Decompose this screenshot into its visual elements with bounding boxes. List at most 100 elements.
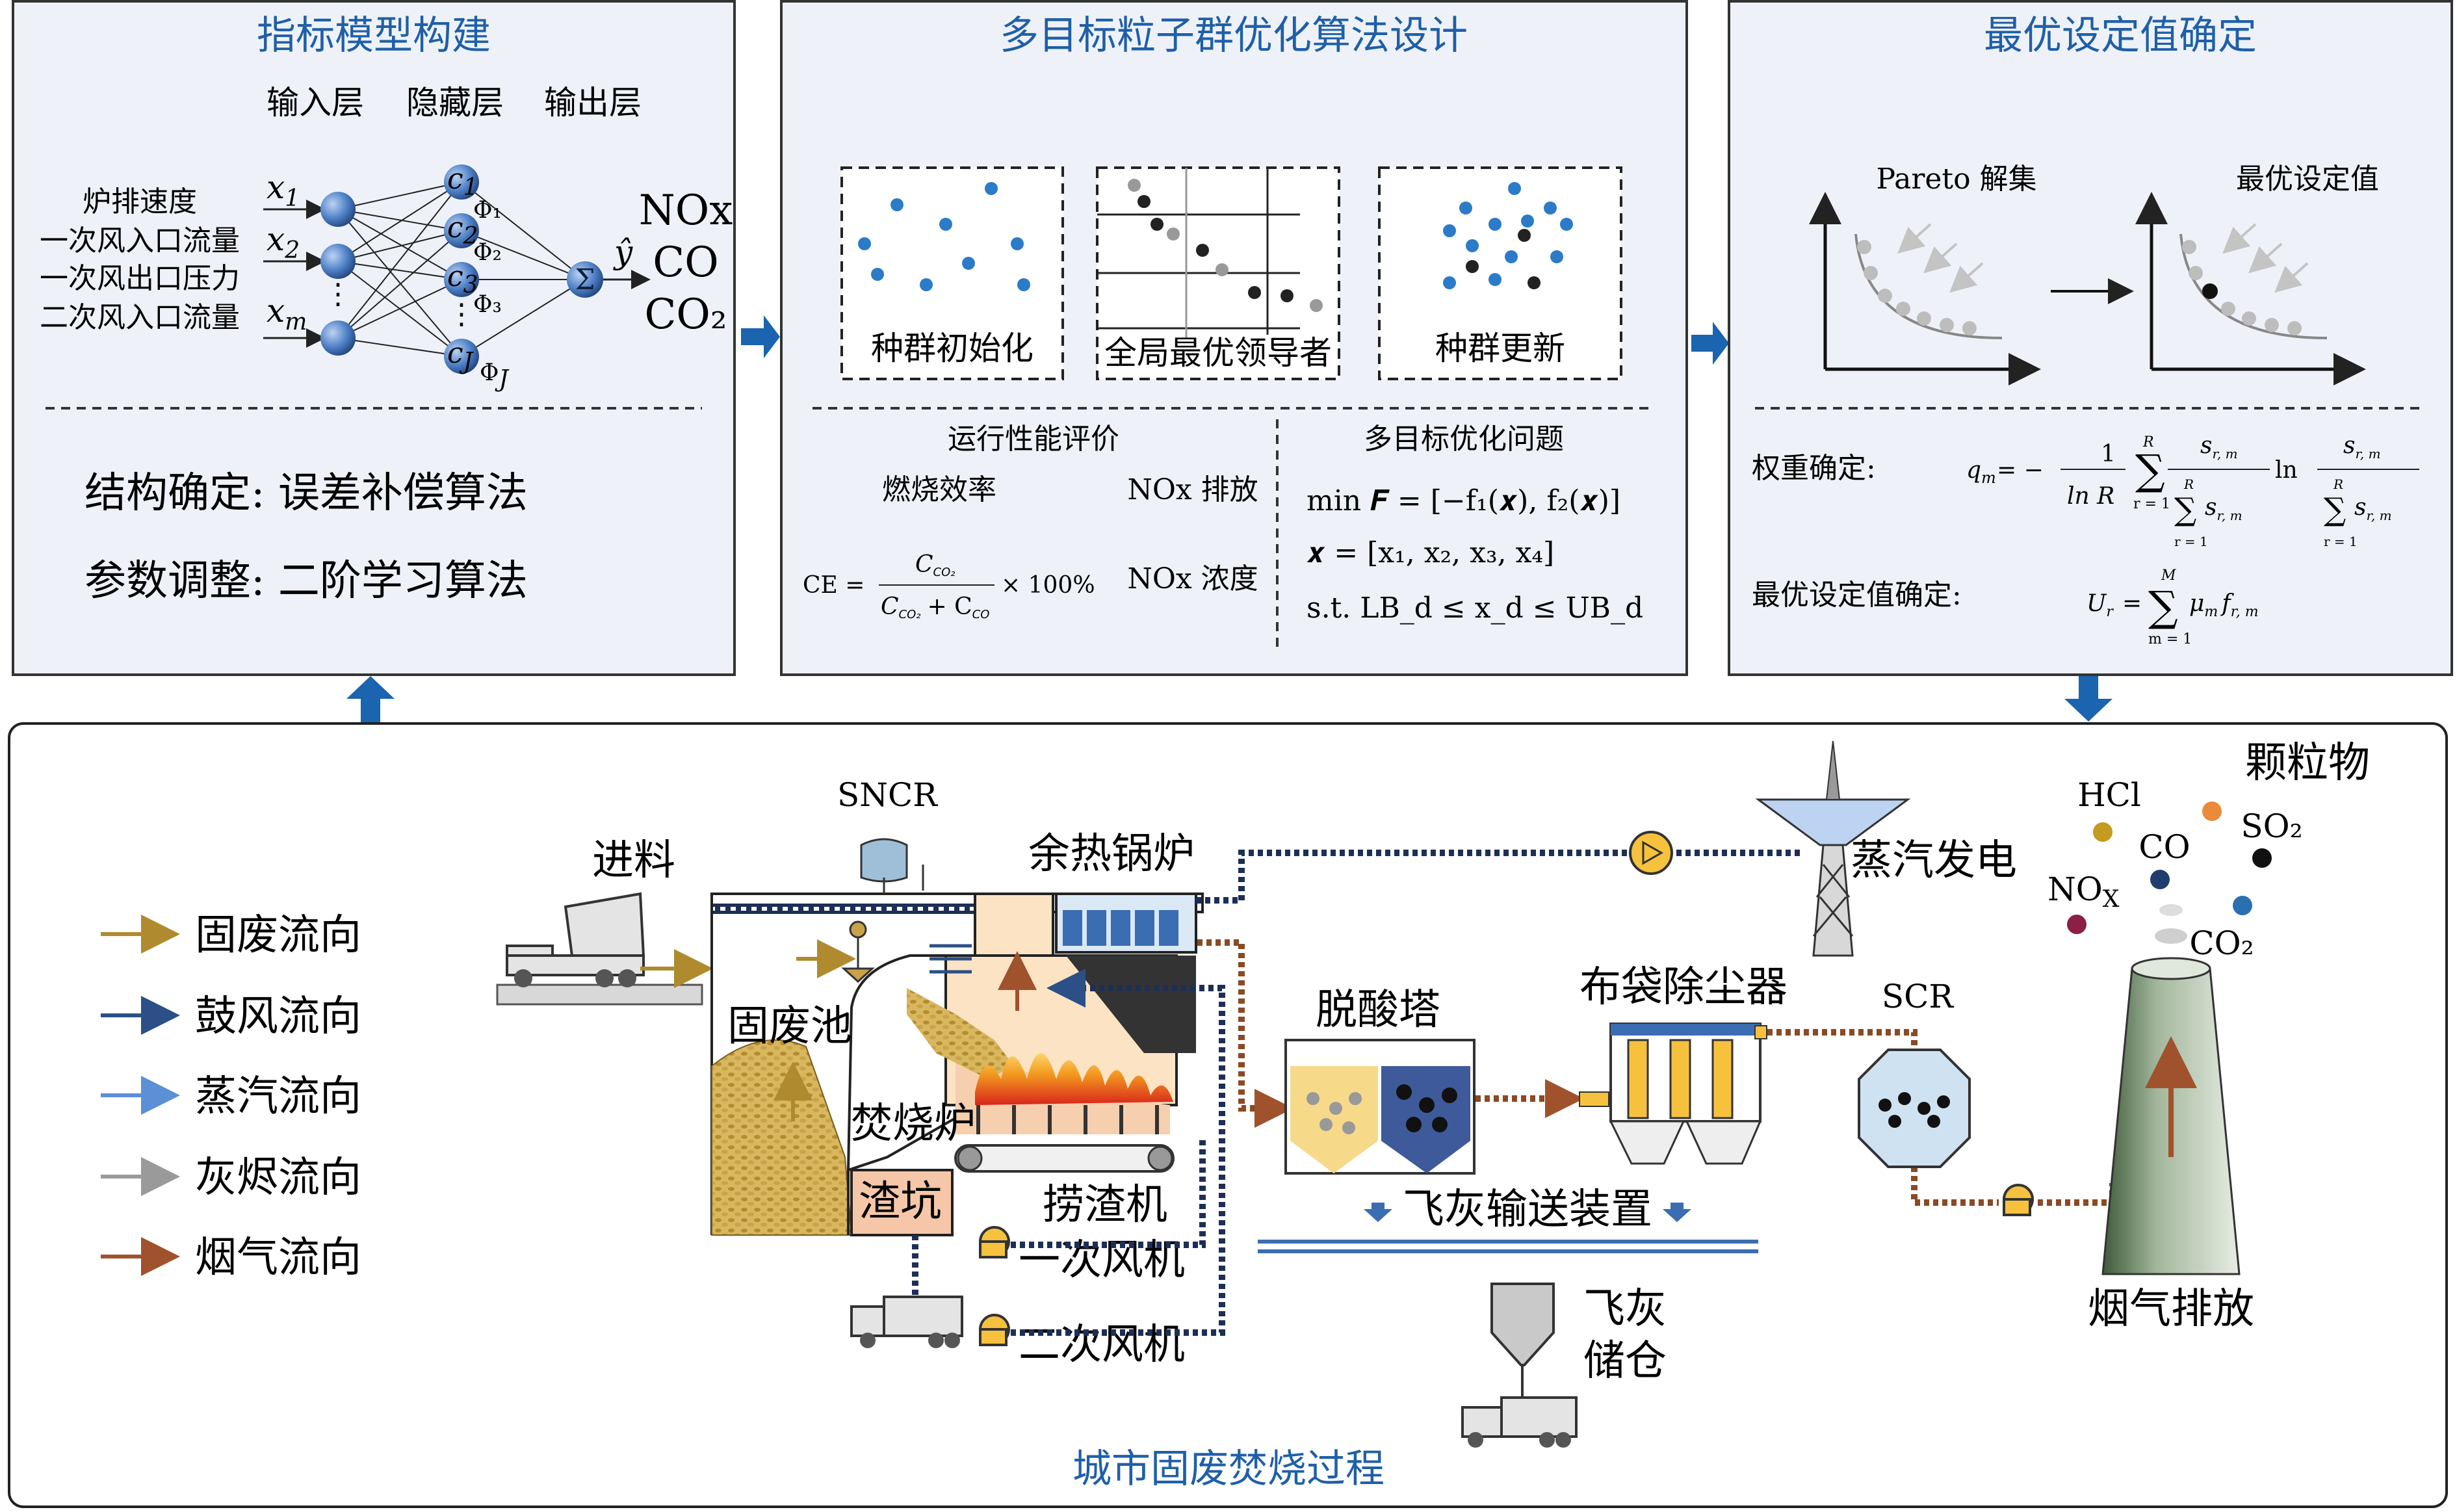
steam-pump-icon: [1629, 831, 1673, 875]
param-method: 参数调整: 二阶学习算法: [84, 557, 528, 605]
svg-text:蒸汽流向: 蒸汽流向: [195, 1073, 361, 1121]
svg-text:ln: ln: [2275, 457, 2298, 484]
stack-label: 烟气排放: [2088, 1285, 2254, 1333]
slag-truck-icon: [850, 1235, 963, 1348]
leader-particles: [1128, 179, 1323, 312]
svg-text:鼓风流向: 鼓风流向: [195, 993, 361, 1041]
svg-text:∑: ∑: [2324, 491, 2346, 528]
svg-text:CCO₂+ CCO: CCO₂+ CCO: [881, 593, 989, 621]
steam-pipe: [1196, 850, 1800, 904]
input-name-4: 二次风入口流量: [40, 301, 240, 334]
pit-label: 固废池: [727, 1002, 852, 1050]
input-nodes: ⋮: [320, 192, 356, 356]
combustion-label: 燃烧效率: [882, 473, 996, 506]
structure-method: 结构确定: 误差补偿算法: [84, 469, 528, 517]
flow-arrow-process-up: [346, 676, 395, 723]
svg-text:× 100%: × 100%: [1001, 572, 1095, 599]
svg-text:r = 1: r = 1: [2174, 534, 2208, 549]
ce-formula: CE = CCO₂ CCO₂+ CCO × 100%: [803, 551, 1095, 621]
co2-label: CO₂: [2189, 924, 2254, 962]
nox-label: NOX: [2048, 870, 2120, 913]
input-name-2: 一次风入口流量: [40, 224, 240, 257]
svg-text:∑: ∑: [2174, 491, 2196, 528]
svg-text:R: R: [2333, 476, 2343, 492]
phi-1: Φ₁: [473, 197, 502, 224]
svg-text:ln R: ln R: [2067, 483, 2114, 510]
hcl-label: HCl: [2077, 776, 2141, 814]
co-label: CO: [2138, 828, 2190, 866]
baghouse-label: 布袋除尘器: [1580, 963, 1788, 1011]
svg-text:r = 1: r = 1: [2324, 534, 2358, 549]
moo-min: min 𝑭 = [−f₁(𝒙), f₂(𝒙)]: [1306, 484, 1620, 517]
box-update: [1378, 166, 1622, 380]
input-name-3: 一次风出口压力: [40, 262, 240, 295]
box-init-label: 种群初始化: [871, 330, 1034, 367]
stack-fan-icon: [2003, 1184, 2034, 1216]
emission-particles: [2067, 802, 2272, 934]
moo-title: 多目标优化问题: [1364, 423, 1564, 456]
legend: 固废流向 鼓风流向 蒸汽流向 灰烬流向 烟气流向: [101, 911, 361, 1282]
moo-st: s.t. LB_d ≤ x_d ≤ UB_d: [1306, 592, 1643, 625]
panel-process: [8, 722, 2448, 1508]
weight-label: 权重确定:: [1752, 452, 1876, 485]
hidden-symbol-1: c1: [447, 163, 478, 201]
hidden-symbol-2: c2: [447, 211, 478, 250]
svg-text:sr, m: sr, m: [2343, 432, 2381, 462]
air-pipes: [1011, 985, 1225, 1336]
power-tower-icon: [1755, 740, 1911, 957]
panel-model: [12, 0, 736, 676]
svg-text:Ur: Ur: [2086, 590, 2114, 620]
output-nox: NOx: [639, 187, 733, 235]
input-symbol-m: xm: [266, 292, 307, 335]
svg-text:sr, m: sr, m: [2200, 432, 2238, 462]
input-symbol-1: x1: [266, 168, 300, 212]
fan2-label: 二次风机: [1019, 1321, 1185, 1369]
slag-machine-label: 捞渣机: [1043, 1181, 1167, 1229]
update-particles: [1443, 182, 1573, 289]
svg-text:∑: ∑: [2148, 583, 2178, 631]
fly-ash-label: 飞灰输送装置: [1403, 1186, 1652, 1234]
box-update-label: 种群更新: [1435, 330, 1565, 367]
svg-text:qm: qm: [1966, 457, 1996, 487]
svg-text:∑: ∑: [2135, 447, 2165, 495]
baghouse-icon: [1579, 1023, 1767, 1165]
layer-input-label: 输入层: [266, 84, 364, 122]
hidden-nodes: ⋮: [444, 164, 479, 374]
init-particles: [858, 182, 1030, 291]
pareto-plot: [1809, 192, 2041, 385]
feed-truck-icon: [496, 892, 703, 1006]
panel-pso-title: 多目标粒子群优化算法设计: [1000, 13, 1468, 59]
sum-symbol: Σ: [575, 263, 595, 296]
ash-silo-label-2: 储仓: [1583, 1337, 1667, 1385]
fan1-icon: [979, 1226, 1010, 1258]
panel-model-title: 指标模型构建: [257, 13, 491, 59]
sum-node: [567, 261, 603, 298]
particulate-label: 颗粒物: [2245, 739, 2370, 787]
nox-conc-label: NOx 浓度: [1127, 562, 1258, 595]
input-name-1: 炉排速度: [83, 185, 197, 218]
so2-label: SO₂: [2241, 807, 2302, 845]
nn-connections: [337, 181, 586, 357]
svg-text:固废流向: 固废流向: [195, 911, 361, 959]
panel-optimal: [1728, 0, 2453, 676]
sncr-label: SNCR: [837, 776, 938, 814]
pareto-label: Pareto 解集: [1876, 163, 2036, 196]
phi-3: Φ₃: [473, 291, 502, 318]
svg-text:=: =: [2122, 590, 2142, 617]
flow-arrow-optimal-down: [2064, 676, 2112, 722]
input-symbol-2: x2: [266, 220, 300, 264]
stack-icon: [2101, 904, 2241, 1275]
boiler-label: 余热锅炉: [1028, 830, 1195, 878]
layer-output-label: 输出层: [544, 84, 642, 122]
deacid-tower-icon: [1284, 1039, 1476, 1175]
fly-ash-conveyor: [1258, 1203, 1758, 1253]
furnace-label: 焚烧炉: [851, 1100, 976, 1148]
perf-title: 运行性能评价: [948, 423, 1119, 456]
ash-silo-label-1: 飞灰: [1583, 1285, 1667, 1333]
panel-optimal-title: 最优设定值确定: [1984, 13, 2257, 59]
moo-x: 𝒙 = [x₁, x₂, x₃, x₄]: [1306, 536, 1554, 569]
phi-2: Φ₂: [473, 239, 502, 266]
